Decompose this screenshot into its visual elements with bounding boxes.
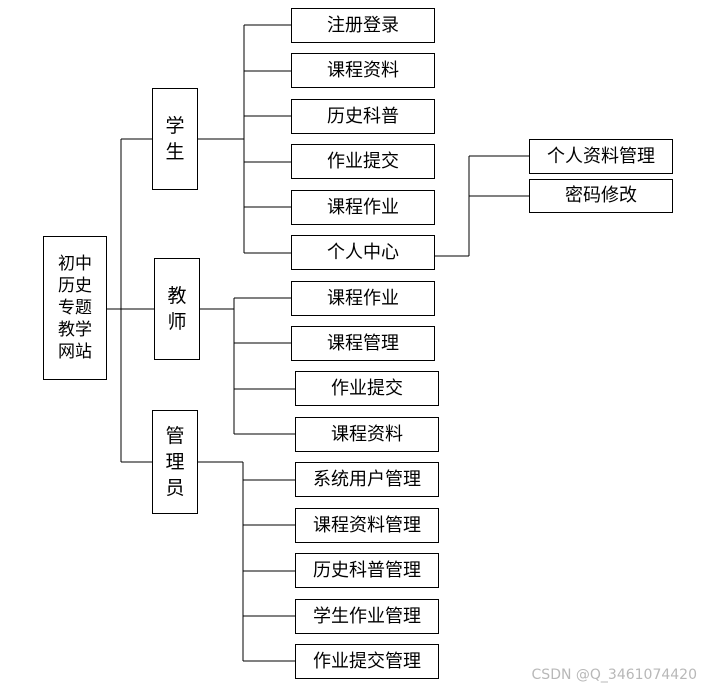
role-label: 管 [165,425,185,447]
role-label: 员 [165,477,185,499]
role-node-admin: 管 理 员 [152,410,198,514]
role-node-student: 学 生 [152,88,198,190]
personal-center-item: 个人资料管理 [529,139,673,174]
student-item: 作业提交 [291,144,435,179]
teacher-item: 课程管理 [291,326,435,361]
teacher-item: 课程作业 [291,281,435,316]
role-label: 生 [165,141,185,163]
root-line: 历史 [58,276,92,296]
role-node-teacher: 教 师 [154,258,200,360]
teacher-item: 课程资料 [295,417,439,452]
root-line: 专题 [58,298,92,318]
admin-item: 系统用户管理 [295,462,439,497]
watermark: CSDN @Q_3461074420 [531,667,697,683]
admin-item: 课程资料管理 [295,508,439,543]
admin-item: 学生作业管理 [295,599,439,634]
role-label: 师 [167,311,187,333]
role-label: 教 [167,285,187,307]
teacher-item: 作业提交 [295,371,439,406]
personal-center-item: 密码修改 [529,179,673,213]
root-line: 网站 [58,342,92,362]
admin-item: 历史科普管理 [295,553,439,588]
root-line: 初中 [58,254,92,274]
root-line: 教学 [58,320,92,340]
student-item: 课程资料 [291,53,435,88]
role-label: 理 [165,451,185,473]
root-node: 初中 历史 专题 教学 网站 [43,236,107,380]
role-label: 学 [165,115,185,137]
admin-item: 作业提交管理 [295,644,439,679]
student-item: 注册登录 [291,8,435,43]
student-item: 历史科普 [291,99,435,134]
student-item: 课程作业 [291,190,435,225]
student-item-personal-center: 个人中心 [291,235,435,270]
